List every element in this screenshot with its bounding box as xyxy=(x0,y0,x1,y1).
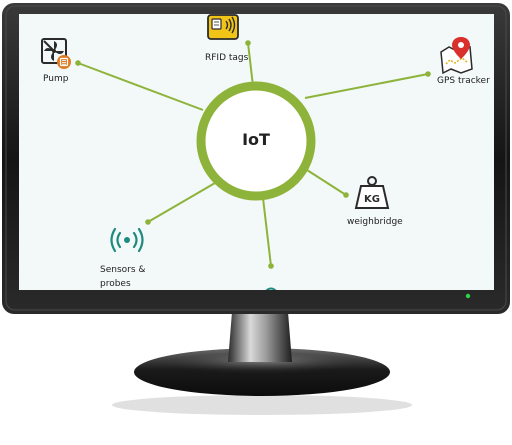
gps-tracker-label: GPS tracker xyxy=(437,76,490,86)
connector-rfid xyxy=(247,42,254,87)
power-led-icon xyxy=(465,293,471,299)
connector-dots xyxy=(75,40,431,269)
sensors-label-line2: probes xyxy=(100,279,131,289)
connector-weighbridge xyxy=(306,169,347,196)
monitor-neck xyxy=(228,312,292,362)
connector-lines xyxy=(77,42,429,267)
connector-gps xyxy=(304,73,429,99)
rfid-tags-label: RFID tags xyxy=(205,53,249,63)
rfid-card-icon xyxy=(207,14,239,40)
iot-diagram: KG xyxy=(41,14,473,290)
connector-dot xyxy=(145,219,151,225)
sensors-label-line1: Sensors & xyxy=(100,265,146,275)
weight-icon-text: KG xyxy=(364,194,380,205)
monitor-base-highlight xyxy=(152,352,372,380)
connector-dot xyxy=(245,40,251,46)
connector-bottom xyxy=(262,197,272,267)
pump-label: Pump xyxy=(43,74,69,84)
connector-dot xyxy=(343,192,349,198)
map-pin-icon xyxy=(440,37,473,75)
connector-sensors xyxy=(147,182,216,223)
partial-node-icon xyxy=(265,287,277,290)
weight-icon: KG xyxy=(354,176,390,209)
iot-hub-ring xyxy=(196,81,316,201)
monitor-bezel-edge xyxy=(5,5,507,311)
connector-pump xyxy=(77,62,204,111)
iot-center-label: IoT xyxy=(242,130,270,149)
monitor-shadow xyxy=(112,395,412,415)
weighbridge-label: weighbridge xyxy=(347,217,403,227)
connector-dot xyxy=(268,263,274,269)
wireless-sensor-icon xyxy=(110,227,144,253)
pump-fan-icon xyxy=(41,38,71,69)
connector-dot xyxy=(75,60,81,66)
connector-dot xyxy=(425,71,431,77)
